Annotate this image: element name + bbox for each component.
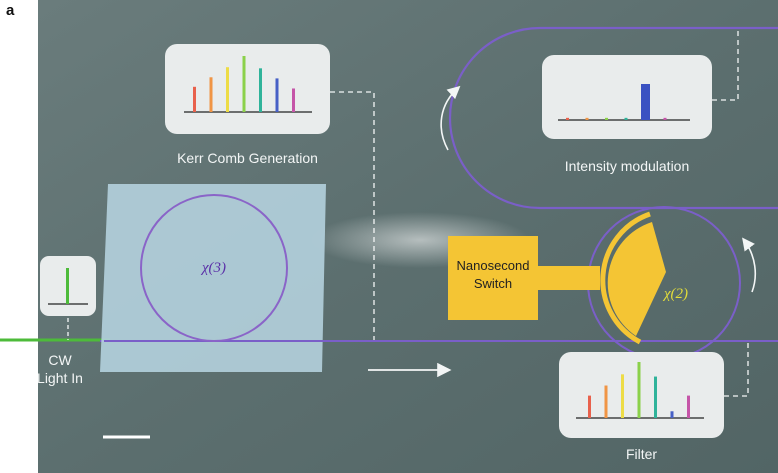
filter-line — [687, 395, 690, 418]
kerr-caption: Kerr Comb Generation — [177, 150, 318, 166]
filter-line — [654, 376, 657, 418]
switch-label-line1: Nanosecond — [456, 258, 530, 273]
chi3-microring — [140, 194, 288, 342]
racetrack-ring — [448, 26, 778, 210]
intensity-card — [542, 55, 712, 139]
intensity-spectrum — [566, 84, 667, 120]
racetrack-arrow — [440, 85, 461, 151]
intensity-caption: Intensity modulation — [564, 158, 690, 174]
panel-label: a — [6, 2, 15, 19]
filter-line — [670, 411, 674, 418]
switch-electrode — [607, 222, 666, 336]
filter-line — [604, 385, 608, 418]
kerr-comb-line — [275, 78, 279, 112]
kerr-spectrum — [193, 56, 295, 112]
filter-line — [637, 362, 641, 418]
intensity-line — [641, 84, 650, 120]
intensity-line — [624, 117, 628, 120]
kerr-comb-line — [242, 56, 246, 112]
kerr-comb-line — [292, 88, 295, 112]
chi3-label: χ(3) — [201, 260, 227, 276]
intensity-line — [663, 117, 667, 120]
cw-caption-line2: Light In — [37, 370, 83, 386]
switch-pad — [448, 236, 600, 320]
kerr-comb-line — [193, 86, 196, 112]
chi2-label: χ(2) — [663, 286, 689, 302]
kerr-comb-line — [226, 67, 229, 112]
kerr-connector — [330, 91, 375, 340]
switch-label-line2: Switch — [473, 276, 513, 291]
switch-electrode-arc — [600, 211, 651, 345]
filter-caption: Filter — [625, 446, 658, 462]
intensity-line — [585, 117, 589, 120]
filter-line — [588, 395, 591, 418]
chi2-ring-arrow — [742, 237, 757, 293]
filter-card — [559, 352, 724, 438]
cw-spectrum — [66, 268, 69, 304]
cw-line — [66, 268, 69, 304]
intensity-connector — [712, 28, 739, 101]
kerr-card — [165, 44, 330, 134]
cw-caption-line1: CW — [48, 352, 72, 368]
filter-spectrum — [588, 362, 690, 418]
kerr-comb-line — [259, 68, 262, 112]
intensity-line — [605, 117, 608, 120]
chi3-chip — [100, 184, 326, 372]
filter-line — [621, 374, 624, 418]
kerr-comb-line — [209, 77, 213, 112]
intensity-line — [566, 117, 569, 120]
